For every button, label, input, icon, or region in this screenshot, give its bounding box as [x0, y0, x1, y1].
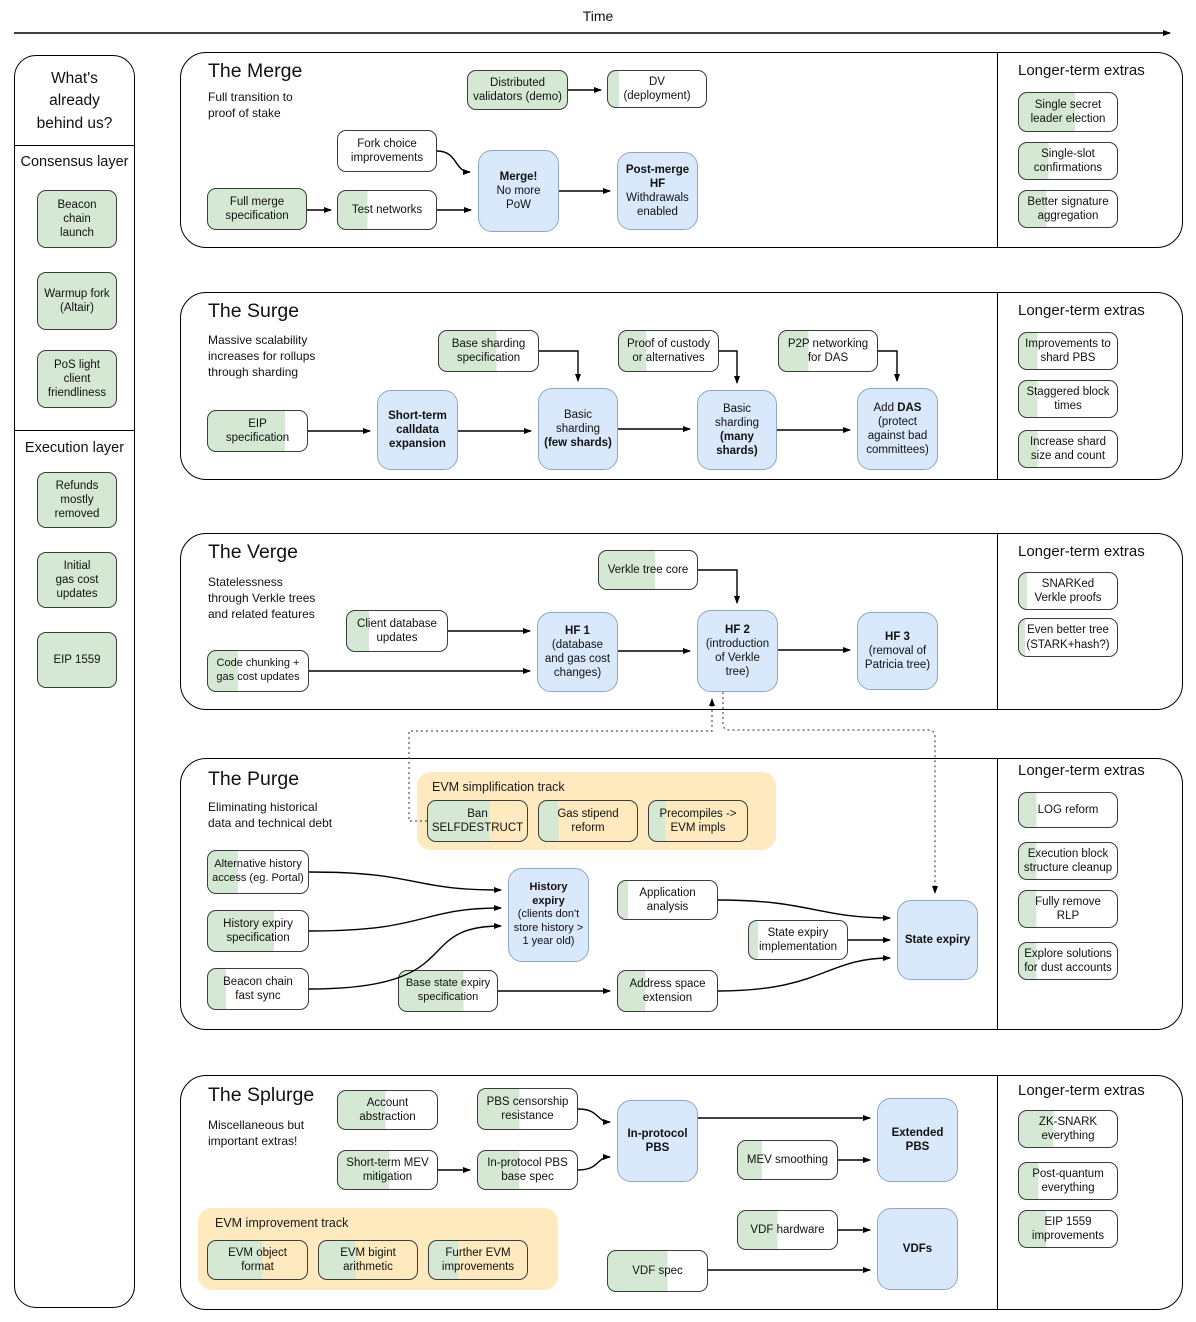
node-fork-choice: Fork choice improvements: [337, 130, 437, 172]
surge-extras-title: Longer-term extras: [1018, 302, 1145, 319]
merge-extras-divider: [997, 52, 998, 248]
splurge-extras-title: Longer-term extras: [1018, 1082, 1145, 1099]
surge-extras-divider: [997, 292, 998, 480]
extra-eip-1559-improvements: EIP 1559 improvements: [1018, 1210, 1118, 1248]
verge-title: The Verge: [208, 541, 298, 563]
node-verkle-tree-core: Verkle tree core: [598, 550, 698, 590]
verge-extras-title: Longer-term extras: [1018, 543, 1145, 560]
node-base-state-expiry-spec: Base state expiry specification: [398, 970, 498, 1012]
node-refunds-removed: Refunds mostly removed: [37, 472, 117, 528]
node-code-chunking: Code chunking + gas cost updates: [207, 650, 309, 692]
evm-simplification-track-label: EVM simplification track: [432, 780, 565, 794]
node-add-das: Add DAS(protect against bad committees): [857, 388, 938, 470]
sidebar-title: What's already behind us?: [36, 70, 113, 132]
node-hf3: HF 3(removal of Patricia tree): [857, 612, 938, 690]
extra-snarked-verkle-proofs: SNARKed Verkle proofs: [1018, 572, 1118, 610]
node-precompiles-evm-impls: Precompiles -> EVM impls: [648, 800, 748, 842]
extra-zk-snark-everything: ZK-SNARK everything: [1018, 1110, 1118, 1148]
splurge-extras-divider: [997, 1075, 998, 1310]
purge-extras-title: Longer-term extras: [1018, 762, 1145, 779]
node-in-protocol-pbs: In-protocol PBS: [617, 1100, 698, 1182]
node-eip-specification: EIP specification: [207, 410, 308, 452]
node-proof-of-custody: Proof of custody or alternatives: [618, 330, 719, 372]
time-axis-label: Time: [582, 8, 614, 24]
merge-subtitle: Full transition to proof of stake: [208, 90, 293, 120]
surge-subtitle: Massive scalability increases for rollup…: [208, 333, 316, 379]
node-initial-gas-cost: Initial gas cost updates: [37, 552, 117, 608]
node-merge-milestone: Merge!No more PoW: [478, 150, 559, 232]
verge-extras-divider: [997, 533, 998, 710]
node-further-evm-improvements: Further EVM improvements: [428, 1240, 528, 1280]
node-hf1: HF 1(database and gas cost changes): [537, 612, 618, 692]
extra-explore-dust-accounts: Explore solutions for dust accounts: [1018, 942, 1118, 980]
node-state-expiry: State expiry: [897, 900, 978, 980]
node-address-space-extension: Address space extension: [617, 970, 718, 1012]
node-application-analysis: Application analysis: [617, 880, 718, 920]
node-evm-bigint-arithmetic: EVM bigint arithmetic: [318, 1240, 418, 1280]
node-basic-sharding-few: Basic sharding(few shards): [538, 388, 618, 470]
node-history-expiry-spec: History expiry specification: [207, 910, 309, 952]
splurge-subtitle: Miscellaneous but important extras!: [208, 1118, 305, 1148]
node-test-networks: Test networks: [337, 190, 437, 230]
extra-better-signature-aggregation: Better signature aggregation: [1018, 190, 1118, 228]
execution-layer-header: Execution layer: [24, 440, 125, 456]
node-warmup-fork-altair: Warmup fork (Altair): [37, 272, 117, 330]
node-gas-stipend-reform: Gas stipend reform: [538, 800, 638, 842]
node-short-term-mev-mitigation: Short-term MEV mitigation: [337, 1150, 438, 1190]
extra-improvements-shard-pbs: Improvements to shard PBS: [1018, 332, 1118, 370]
purge-title: The Purge: [208, 768, 300, 790]
extra-single-slot-confirmations: Single-slot confirmations: [1018, 142, 1118, 180]
extra-log-reform: LOG reform: [1018, 792, 1118, 828]
extra-single-secret-leader-election: Single secret leader election: [1018, 92, 1118, 132]
node-in-protocol-pbs-base-spec: In-protocol PBS base spec: [477, 1150, 578, 1190]
extra-even-better-tree: Even better tree (STARK+hash?): [1018, 618, 1118, 657]
merge-extras-title: Longer-term extras: [1018, 62, 1145, 79]
node-dv-deployment: DV (deployment): [607, 70, 707, 108]
node-base-sharding-spec: Base sharding specification: [438, 330, 539, 372]
node-history-expiry: History expiry(clients don't store histo…: [508, 868, 589, 962]
node-distributed-validators: Distributed validators (demo): [467, 70, 568, 110]
extra-execution-block-cleanup: Execution block structure cleanup: [1018, 842, 1118, 880]
node-hf2: HF 2(introduction of Verkle tree): [697, 610, 778, 692]
node-extended-pbs: Extended PBS: [877, 1098, 958, 1182]
node-evm-object-format: EVM object format: [207, 1240, 308, 1280]
verge-subtitle: Statelessness through Verkle trees and r…: [208, 575, 316, 621]
node-vdf-hardware: VDF hardware: [737, 1210, 838, 1250]
sidebar-divider: [15, 145, 134, 146]
node-beacon-chain-fast-sync: Beacon chain fast sync: [207, 968, 309, 1010]
extra-fully-remove-rlp: Fully remove RLP: [1018, 890, 1118, 928]
node-short-term-calldata: Short-term calldata expansion: [377, 390, 458, 470]
node-basic-sharding-many: Basic sharding(many shards): [697, 390, 777, 470]
purge-extras-divider: [997, 758, 998, 1030]
node-full-merge-spec: Full merge specification: [207, 188, 307, 230]
section-the-surge: [180, 292, 1183, 480]
consensus-layer-header: Consensus layer: [20, 154, 129, 170]
node-alternative-history-access: Alternative history access (eg. Portal): [207, 850, 309, 894]
node-state-expiry-implementation: State expiry implementation: [748, 920, 848, 960]
node-pos-light-client: PoS light client friendliness: [37, 350, 117, 408]
node-vdf-spec: VDF spec: [607, 1250, 708, 1292]
evm-improvement-track-label: EVM improvement track: [215, 1216, 349, 1230]
node-p2p-networking-das: P2P networking for DAS: [778, 330, 878, 372]
node-ban-selfdestruct: Ban SELFDESTRUCT: [427, 800, 528, 842]
extra-post-quantum-everything: Post-quantum everything: [1018, 1162, 1118, 1200]
node-account-abstraction: Account abstraction: [337, 1090, 438, 1130]
sidebar-divider-2: [15, 430, 134, 431]
node-pbs-censorship-resistance: PBS censorship resistance: [477, 1088, 578, 1130]
node-client-database-updates: Client database updates: [346, 610, 448, 652]
purge-subtitle: Eliminating historical data and technica…: [208, 800, 333, 830]
extra-increase-shard-size: Increase shard size and count: [1018, 430, 1118, 468]
node-eip-1559: EIP 1559: [37, 632, 117, 688]
splurge-title: The Splurge: [208, 1084, 315, 1106]
surge-title: The Surge: [208, 300, 300, 322]
node-vdfs: VDFs: [877, 1208, 958, 1290]
extra-staggered-block-times: Staggered block times: [1018, 380, 1118, 418]
merge-title: The Merge: [208, 60, 303, 82]
node-beacon-chain-launch: Beacon chain launch: [37, 190, 117, 248]
node-mev-smoothing: MEV smoothing: [737, 1140, 838, 1180]
